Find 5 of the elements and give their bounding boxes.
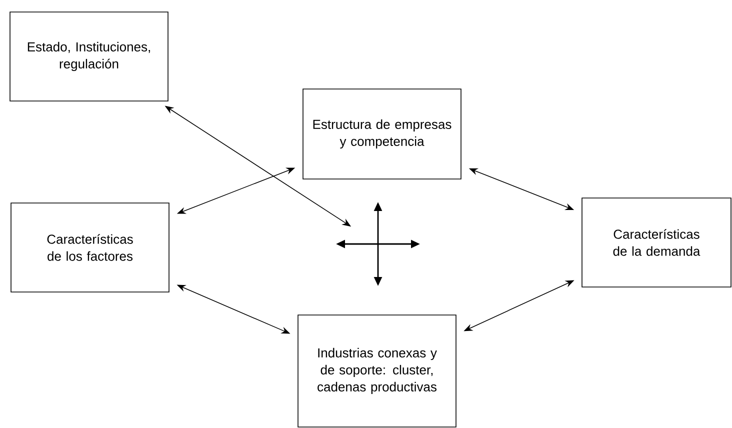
text-box: Características de la demanda (582, 198, 732, 288)
text-box: Estructura de empresas y competencia (302, 88, 462, 180)
text-box: Industrias conexas y de soporte: cluster, cadenas productivas (298, 314, 456, 428)
text-box: Características de los factores (10, 202, 170, 292)
text-box: Estado, Instituciones, regulación (10, 12, 168, 102)
